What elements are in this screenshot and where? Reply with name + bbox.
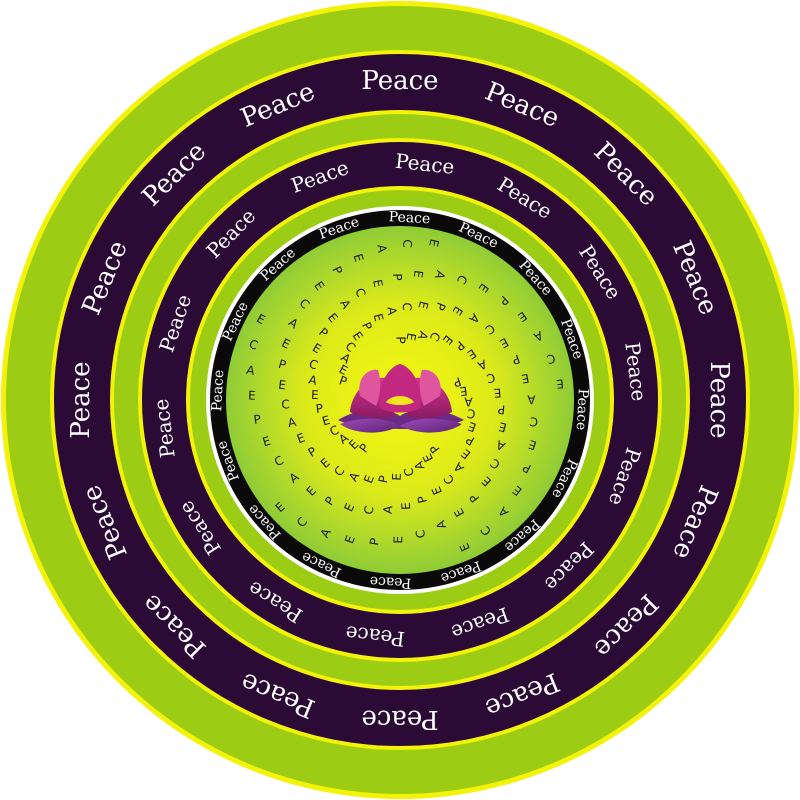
spiral-letter: P xyxy=(376,474,391,484)
spiral-letter: E xyxy=(391,536,405,544)
spiral-letter: P xyxy=(367,537,382,547)
peace-word-outer: Peace xyxy=(66,361,96,438)
spiral-letter: E xyxy=(404,332,419,342)
peace-word-black: Peace xyxy=(209,369,227,411)
spiral-letter: E xyxy=(555,376,564,391)
spiral-letter: P xyxy=(277,357,288,372)
spiral-letter: C xyxy=(485,370,497,386)
spiral-letter: C xyxy=(400,239,414,248)
peace-word-black: Peace xyxy=(388,209,430,227)
spiral-letter: E xyxy=(370,278,385,288)
spiral-letter: C xyxy=(402,467,417,477)
spiral-letter: E xyxy=(416,300,431,311)
spiral-letter: E xyxy=(497,419,508,434)
spiral-letter: A xyxy=(307,372,319,388)
spiral-letter: E xyxy=(459,384,469,399)
spiral-letter: C xyxy=(361,504,377,516)
spiral-letter: C xyxy=(281,397,290,411)
spiral-letter: E xyxy=(426,238,441,248)
spiral-letter: E xyxy=(520,371,530,386)
spiral-letter: P xyxy=(253,412,262,427)
spiral-letter: P xyxy=(510,352,522,368)
spiral-letter: E xyxy=(278,378,287,393)
spiral-letter: P xyxy=(452,374,463,390)
spiral-letter: A xyxy=(463,395,472,409)
peace-word-black: Peace xyxy=(573,388,591,430)
spiral-letter: C xyxy=(466,406,477,421)
spiral-letter: P xyxy=(497,402,505,417)
peace-word-outer: Peace xyxy=(704,361,734,438)
spiral-letter: A xyxy=(385,306,400,316)
spiral-letter: E xyxy=(371,312,386,323)
spiral-letter: A xyxy=(526,392,535,406)
spiral-letter: P xyxy=(315,401,324,416)
spiral-letter: C xyxy=(413,529,428,539)
spiral-letter: E xyxy=(411,269,426,278)
spiral-letter: E xyxy=(248,389,256,403)
spiral-letter: A xyxy=(381,504,396,514)
spiral-letter: A xyxy=(374,244,389,255)
spiral-letter: C xyxy=(545,351,557,367)
spiral-letter: E xyxy=(527,437,539,453)
spiral-letter: E xyxy=(399,502,413,510)
spiral-letter: E xyxy=(351,252,367,263)
spiral-letter: P xyxy=(390,273,404,281)
spiral-letter: E xyxy=(493,386,502,401)
spiral-letter: C xyxy=(400,302,415,311)
spiral-letter: E xyxy=(320,413,331,429)
spiral-letter: E xyxy=(466,419,478,435)
spiral-letter: A xyxy=(286,415,298,431)
spiral-letter: E xyxy=(261,434,272,450)
spiral-letter: P xyxy=(394,336,408,343)
peace-word-outer: Peace xyxy=(361,704,438,734)
peace-word-black: Peace xyxy=(369,573,411,591)
spiral-letter: A xyxy=(245,363,257,378)
lotus-flower-icon xyxy=(338,364,464,433)
spiral-letter: P xyxy=(415,494,430,504)
spiral-letter: E xyxy=(342,534,358,546)
peace-word-outer: Peace xyxy=(361,66,438,96)
spiral-letter: E xyxy=(311,388,319,402)
spiral-letter: C xyxy=(529,414,539,429)
spiral-letter: P xyxy=(337,373,348,389)
spiral-letter: E xyxy=(390,473,404,481)
